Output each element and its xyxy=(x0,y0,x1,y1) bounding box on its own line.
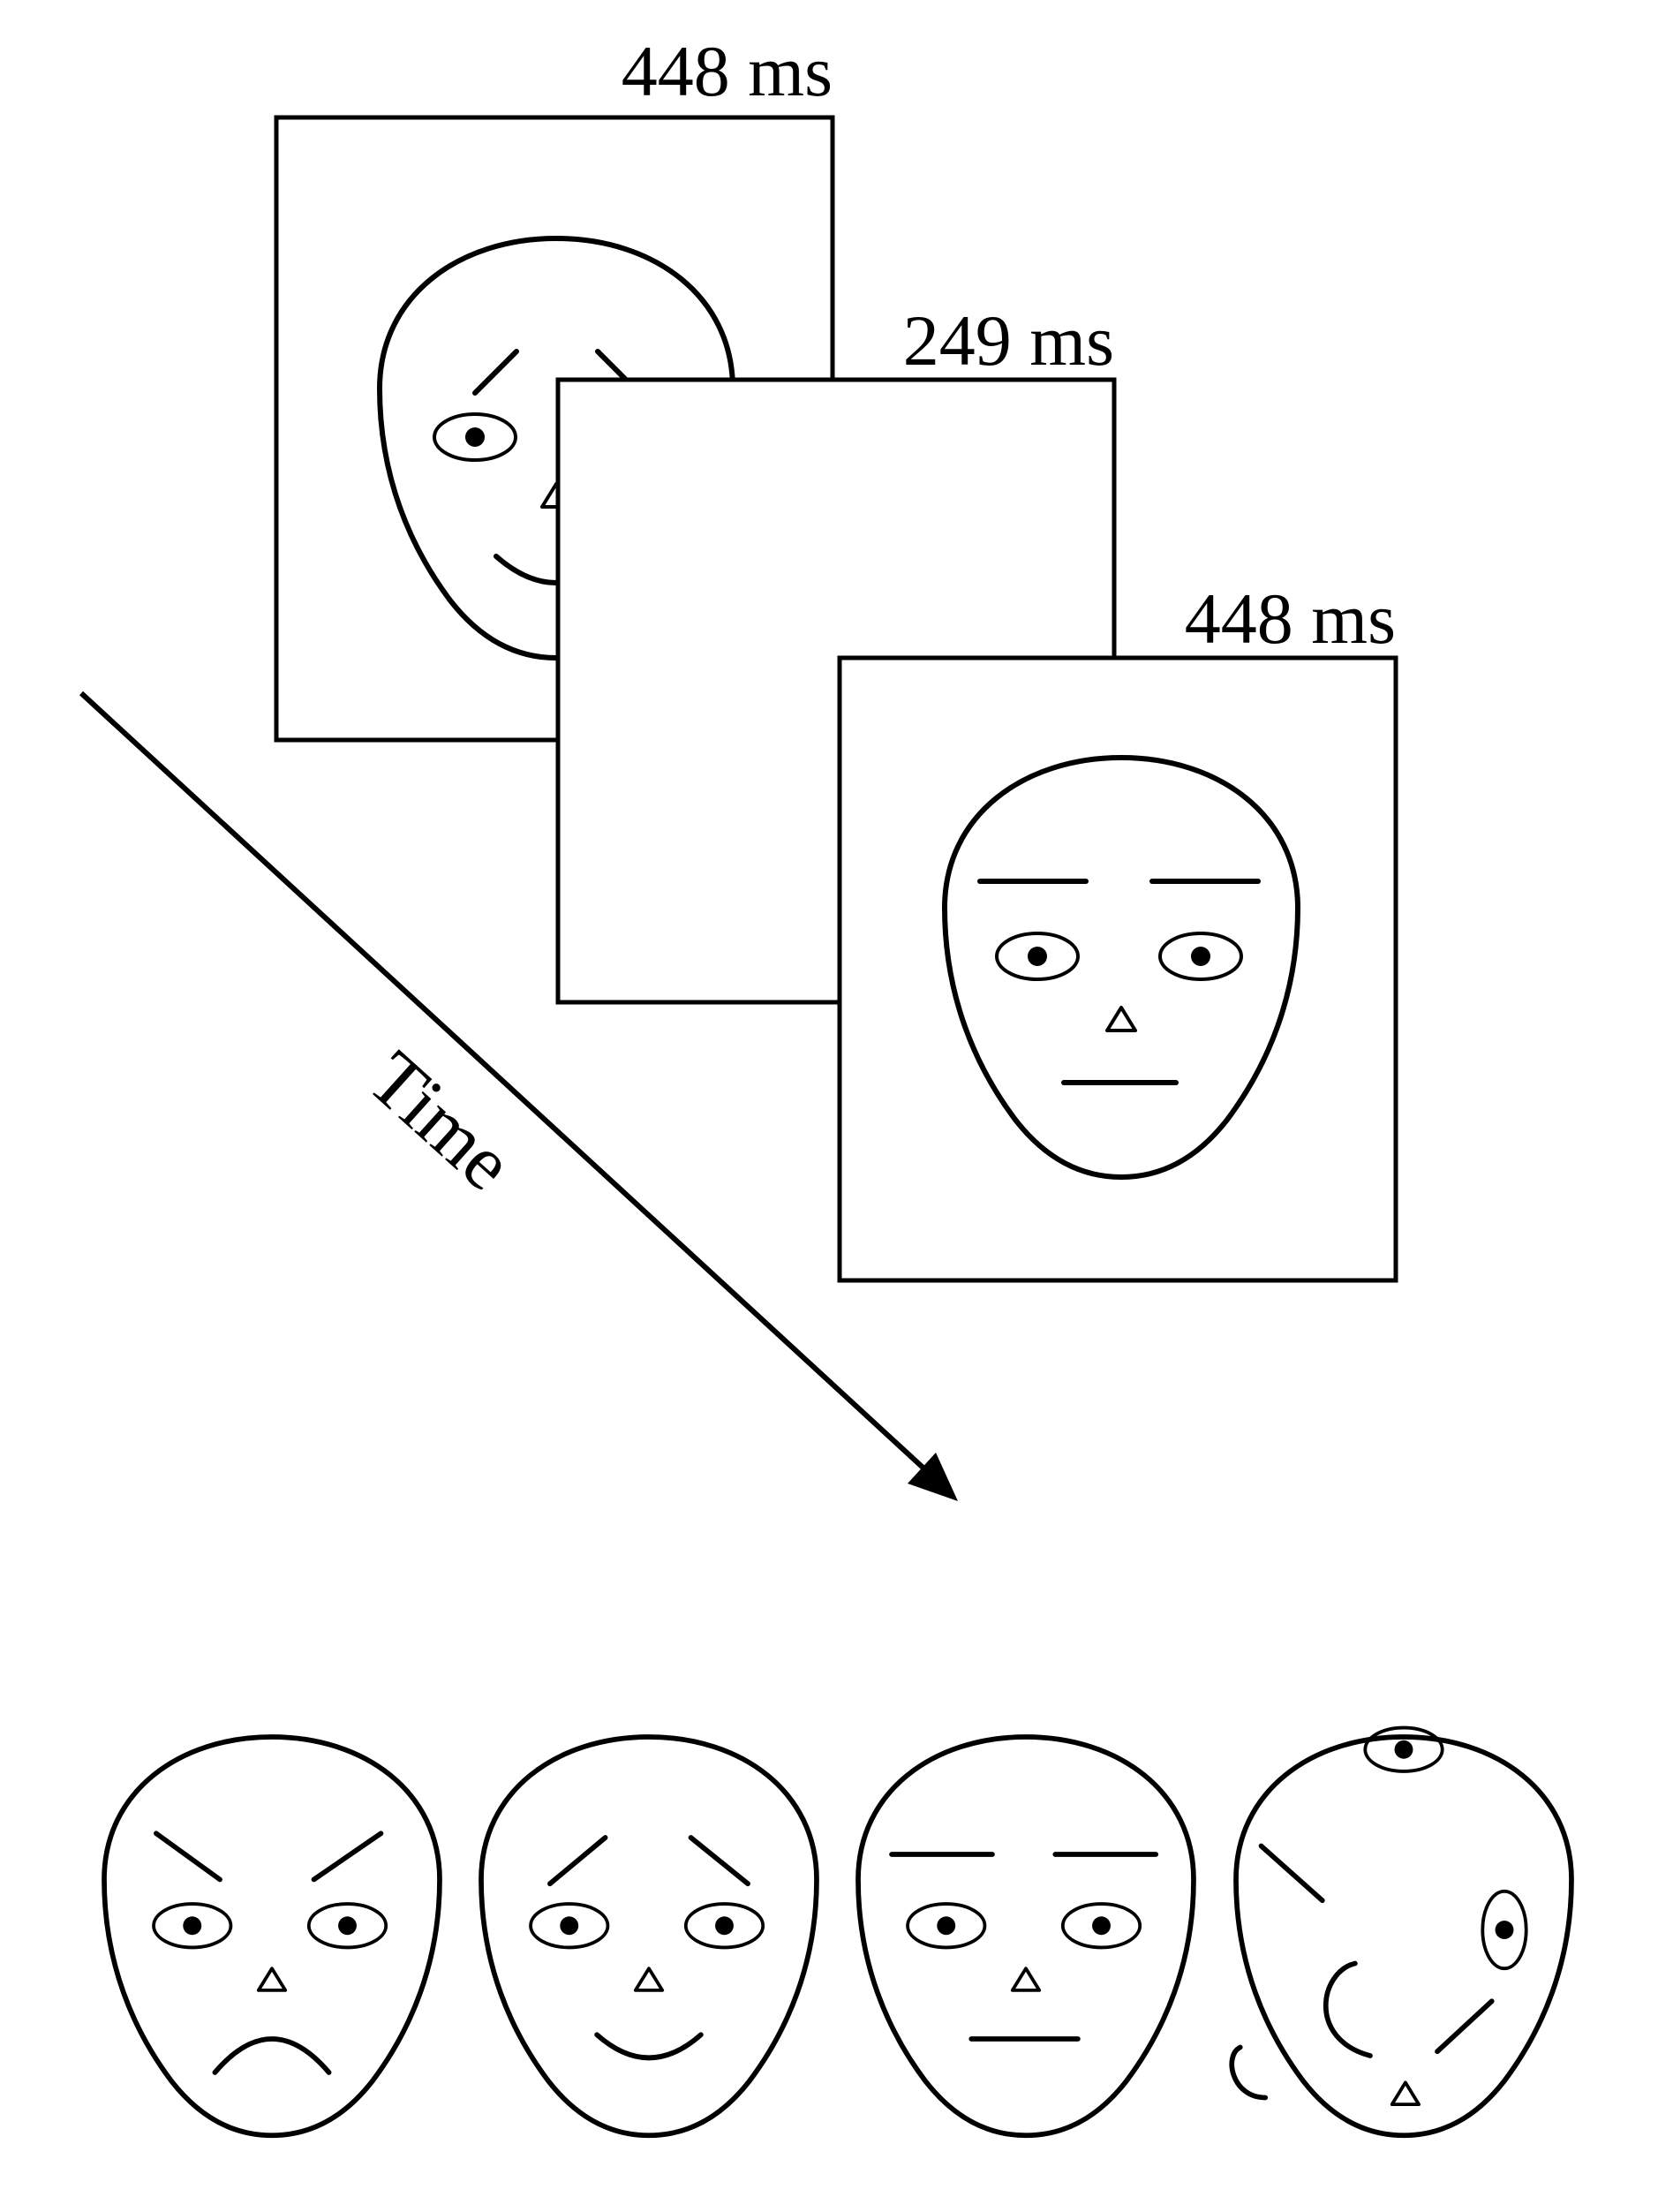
frame-3-neutral-face xyxy=(945,758,1298,1177)
stimulus-faces xyxy=(104,1725,1571,2136)
frame-3: 448 ms xyxy=(837,578,1398,1283)
stimulus-angry-face xyxy=(104,1737,440,2135)
time-arrow-line xyxy=(79,691,931,1476)
stimulus-happy-face xyxy=(481,1737,817,2135)
frame-2-duration: 249 ms xyxy=(903,300,1114,381)
stimulus-neutral-face xyxy=(858,1737,1194,2135)
frame-1-duration: 448 ms xyxy=(622,31,833,111)
frame-3-duration: 448 ms xyxy=(1185,578,1396,659)
time-label: Time xyxy=(352,1036,530,1207)
time-arrow-head xyxy=(908,1453,958,1501)
stimulus-scrambled-face xyxy=(1229,1725,1571,2136)
